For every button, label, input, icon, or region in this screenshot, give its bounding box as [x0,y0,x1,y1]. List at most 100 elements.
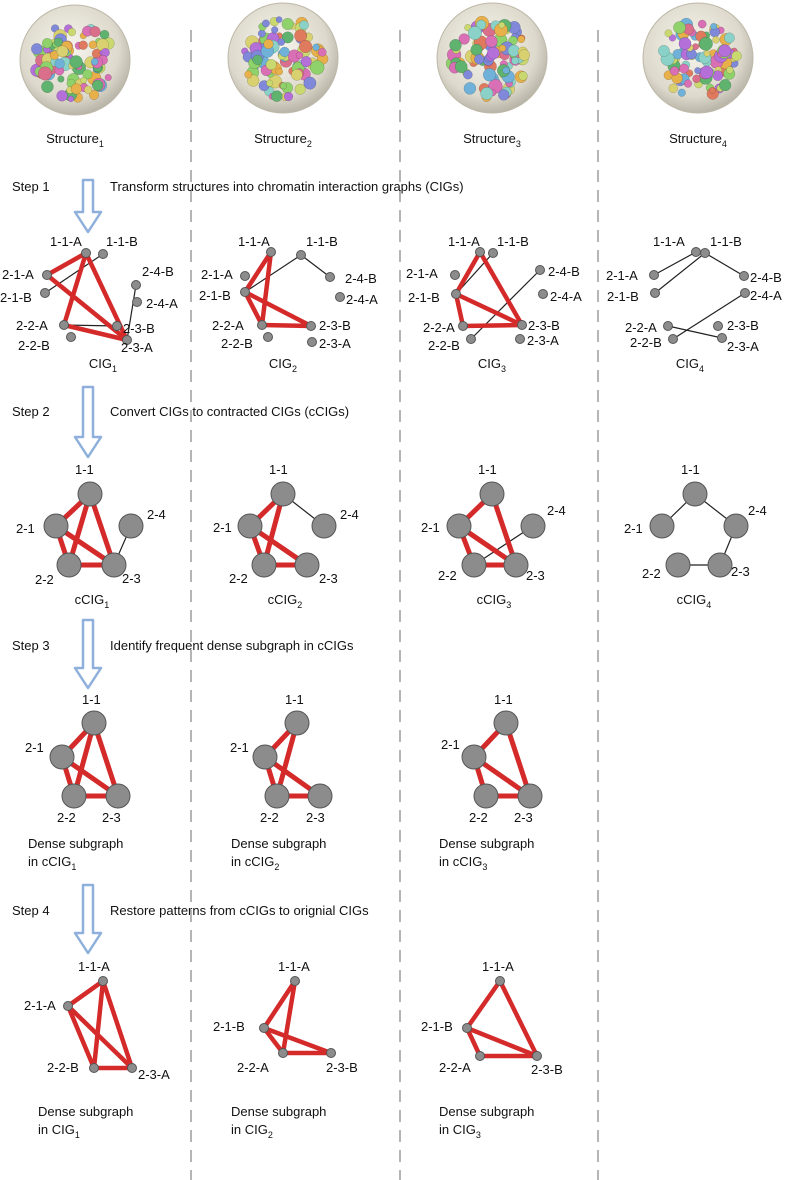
chromatin-bead [80,76,87,84]
chromatin-bead [698,36,713,51]
dense-edge-2-2-A-2-3-B [259,322,314,329]
node-2-3-B [532,1051,542,1061]
node-2-2-B [263,332,273,342]
structure-sphere-2 [227,2,339,114]
node-label-1-1-A: 1-1-A [50,234,82,249]
chromatin-bead [303,76,317,90]
chromatin-bead [300,56,312,68]
edge-1-1-A-2-1-A [653,251,697,276]
node-2-4-A [132,297,142,307]
dense-edge-1-1-A-2-1-B [453,249,483,297]
node-2-3-B [306,321,316,331]
step-2-name: Step 2 [12,404,50,419]
node-label-1-1: 1-1 [478,462,497,477]
dense-edge-2-1-B-2-2-A [242,289,265,328]
node-2-2-B [89,1063,99,1073]
chromatin-bead [54,58,65,69]
dense-edge-1-1-2-3 [503,720,533,799]
node-2-1 [252,744,278,770]
node-2-4-B [325,272,335,282]
chromatin-bead [317,47,327,57]
chromatin-bead [692,74,701,84]
node-2-1 [237,513,263,539]
chromatin-bead [83,85,93,94]
node-label-1-1: 1-1 [75,462,94,477]
node-label-2-1-B: 2-1-B [607,289,639,304]
node-2-4-B [739,271,749,281]
node-2-1-A [649,270,659,280]
chromatin-bead [265,59,277,71]
node-label-2-3-B: 2-3-B [123,321,155,336]
structure-sphere-1 [19,4,131,116]
node-2-3-A [127,1063,137,1073]
node-1-1-B [488,248,498,258]
chromatin-bead [731,50,742,62]
node-label-2-4: 2-4 [340,507,359,522]
node-2-2-A [458,321,468,331]
chromatin-bead [271,90,283,102]
dense-caption-1-line2: in cCIG1 [28,854,76,872]
node-2-4 [311,513,337,539]
node-label-2-1-A: 2-1-A [2,267,34,282]
chromatin-bead [69,55,83,69]
node-2-2-B [66,332,76,342]
chromatin-bead [485,35,498,48]
chromatin-bead [295,51,304,60]
node-2-2-A [257,320,267,330]
node-2-1-B [259,1023,269,1033]
node-label-1-1-A: 1-1-A [278,959,310,974]
chromatin-bead [678,37,692,51]
node-1-1-A [495,976,505,986]
node-label-2-4: 2-4 [547,503,566,518]
node-label-1-1-A: 1-1-A [78,959,110,974]
node-label-2-2-A: 2-2-A [237,1060,269,1075]
chromatin-bead [719,79,732,92]
chromatin-bead [92,79,104,92]
chromatin-bead [502,66,510,75]
chromatin-bead [498,44,507,52]
step-4-text: Restore patterns from cCIGs to orignial … [110,903,369,918]
node-label-2-1: 2-1 [624,521,643,536]
node-2-2 [461,552,487,578]
step-arrow-2 [73,385,103,459]
node-label-2-2-A: 2-2-A [625,320,657,335]
dense-edge-1-1-2-2 [71,720,97,799]
node-label-2-3-A: 2-3-A [319,336,351,351]
node-label-2-1: 2-1 [421,520,440,535]
chromatin-bead [463,82,477,95]
ccig-caption-4: cCIG4 [677,592,712,610]
node-label-2-1-B: 2-1-B [408,290,440,305]
node-label-2-2: 2-2 [35,572,54,587]
chromatin-bead [299,20,309,30]
node-label-2-3: 2-3 [102,810,121,825]
edge-2-2-B-2-4-A [672,292,746,340]
node-label-2-3-B: 2-3-B [528,318,560,333]
dense-edge-2-1-A-2-3-A [65,1003,135,1071]
chromatin-bead [668,83,678,94]
node-label-2-2-A: 2-2-A [212,318,244,333]
cig-caption-4: CIG4 [676,356,704,374]
chromatin-bead [723,32,735,44]
structure-labels: Structure1 Structure2 Structure3 Structu… [46,131,727,149]
dense-edge-1-1-A-2-3-B [477,249,525,328]
node-2-2-A [278,1048,288,1058]
chromatin-bead [70,83,82,95]
node-2-4-A [538,289,548,299]
node-label-2-1-B: 2-1-B [213,1019,245,1034]
node-2-1 [43,513,69,539]
restored-caption-2-line1: Dense subgraph [231,1104,326,1119]
node-label-1-1-B: 1-1-B [497,234,529,249]
node-2-3-A [122,335,132,345]
node-2-4-B [131,280,141,290]
step-arrows [73,178,103,955]
chromatin-bead [474,54,485,65]
node-2-1 [49,744,75,770]
chromatin-bead [699,65,714,80]
node-label-1-1-A: 1-1-A [653,234,685,249]
node-1-1-B [296,250,306,260]
node-label-2-4-B: 2-4-B [142,264,174,279]
